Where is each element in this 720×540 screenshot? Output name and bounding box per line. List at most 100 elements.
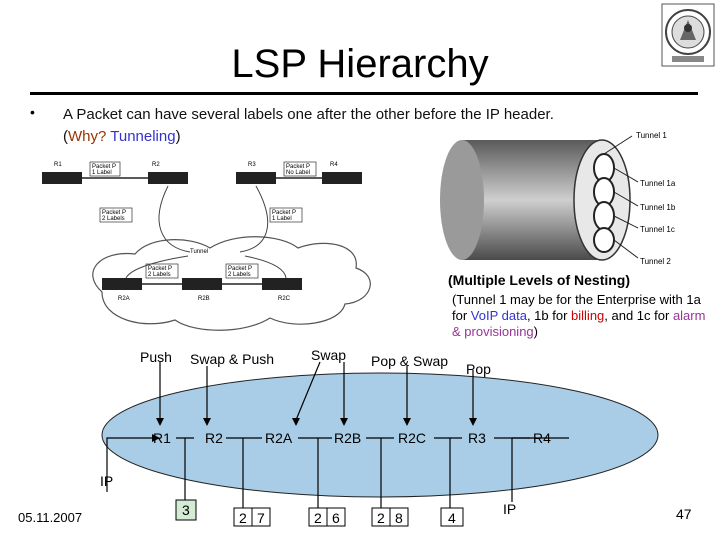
tunnel-2-label: Tunnel 2 [640,257,671,266]
tunnel-1a-label: Tunnel 1a [640,179,676,188]
op-pop-swap: Pop & Swap [371,353,449,369]
router-r2c: R2C [398,430,427,446]
why-text: Why? [68,128,107,145]
tunneling-text: Tunneling [110,128,176,145]
packet-box: Packet P1 Label [269,207,303,223]
tunnel-2-pipe [593,227,615,253]
bullet-text: A Packet can have several labels one aft… [63,104,554,148]
ip-egress-label: IP [503,501,517,517]
note-mid: , 1b for [526,308,572,323]
svg-text:Packet P: Packet P [228,266,252,272]
ip-in-arrowhead [152,434,160,442]
label-3: 3 [182,502,190,518]
packet-box: Packet P1 Label [89,161,121,177]
svg-text:1 Label: 1 Label [272,216,292,222]
bullet-line-1: A Packet can have several labels one aft… [63,106,554,123]
svg-text:2 Labels: 2 Labels [148,272,171,278]
packet-box: Packet PNo Label [283,161,317,177]
svg-text:R4: R4 [330,162,338,168]
router-r4-icon: R4 [322,162,362,184]
note-prefix: (Tunnel 1 may be for the Enterprise with… [452,292,701,323]
svg-text:R2A: R2A [118,296,130,302]
note-suffix: ) [533,324,538,339]
label-leaders [184,438,451,508]
label-box-3 [175,499,197,521]
router-r2c-icon: R2C [262,278,302,302]
router-r2-icon: R2 [148,162,188,184]
tunnel-1b-pointer [613,191,639,207]
label-box-4 [440,507,464,527]
bullet-marker: • [30,104,35,120]
institution-logo-icon [661,3,715,67]
svg-text:R1: R1 [54,162,62,168]
svg-text:R3: R3 [248,162,256,168]
router-r2b-icon: R2B [182,278,222,302]
tunnel-1-pointer [603,135,633,155]
packet-box: Packet P2 Labels [99,207,133,223]
packet-box: Packet P2 Labels [145,263,179,279]
bullet-line-2: (Why? Tunneling) [63,126,554,148]
tunnel-1c-label: Tunnel 1c [640,225,675,234]
note-mid2: , and 1c for [604,308,673,323]
router-r3-icon: R3 [236,162,276,184]
svg-text:R2C: R2C [278,296,291,302]
tunnel-1-label: Tunnel 1 [636,131,667,140]
path-out-tunnel [239,185,269,253]
billing-text: billing [571,308,605,323]
nesting-caption: (Multiple Levels of Nesting) [448,272,631,288]
tunnel-1c-pipe [593,201,615,231]
label-2-6-outer: 2 [314,510,322,526]
label-2-7-outer: 2 [239,510,247,526]
router-r1: R1 [153,430,171,446]
svg-text:Packet P: Packet P [102,210,126,216]
router-r4: R4 [533,430,551,446]
op-push: Push [140,349,172,365]
label-2-6-inner: 6 [332,510,340,526]
svg-text:2 Labels: 2 Labels [228,272,251,278]
slide-date: 05.11.2007 [18,510,83,525]
ip-in-line [106,437,152,492]
nesting-note: (Tunnel 1 may be for the Enterprise with… [452,292,714,340]
router-r1-icon: R1 [42,162,82,184]
mpls-domain-ellipse [101,372,659,498]
router-r3: R3 [468,430,486,446]
label-2-8-outer: 2 [377,510,385,526]
svg-text:No Label: No Label [286,170,310,176]
operation-arrows [159,361,474,421]
svg-text:Packet P: Packet P [92,164,116,170]
top-network-diagram: Tunnel R1 R2 R3 R4 Packet P1 Label Packe… [42,161,371,331]
tunnel-1a-pointer [613,167,639,183]
ip-ingress-label: IP [100,473,114,489]
label-4: 4 [448,510,456,526]
packet-box: Packet P2 Labels [225,263,259,279]
op-swap-push: Swap & Push [190,351,275,367]
operation-arrowheads [156,418,477,426]
svg-text:Packet P: Packet P [148,266,172,272]
router-r2a: R2A [265,430,293,446]
svg-text:R2B: R2B [198,296,210,302]
svg-text:1 Label: 1 Label [92,170,112,176]
svg-text:Packet P: Packet P [272,210,296,216]
label-2-8-inner: 8 [395,510,403,526]
label-2-7-inner: 7 [257,510,265,526]
path-into-tunnel [158,185,191,253]
page-number: 47 [676,506,692,522]
svg-text:R2: R2 [152,162,160,168]
op-pop: Pop [466,361,491,377]
tunnel-1b-label: Tunnel 1b [640,203,676,212]
paren-close: ) [175,128,181,145]
paren-open: ( [63,128,68,145]
alarm-text: alarm & provisioning [452,308,706,339]
outer-tunnel-back [440,140,484,260]
router-r2a-icon: R2A [102,278,142,302]
svg-text:2 Labels: 2 Labels [102,216,125,222]
tunnel-label: Tunnel [190,249,208,255]
tunnel-1c-pointer [613,215,639,229]
tunnel-path-left [125,255,189,279]
svg-text:Packet P: Packet P [286,164,310,170]
slide-title: LSP Hierarchy [231,42,489,86]
router-r2b: R2B [334,430,362,446]
tunnel-path-right [244,255,287,279]
voip-text: VoIP data [470,308,527,323]
nested-tunnel-image: Tunnel 1 Tunnel 1a Tunnel 1b Tunnel 1c T… [440,131,676,266]
